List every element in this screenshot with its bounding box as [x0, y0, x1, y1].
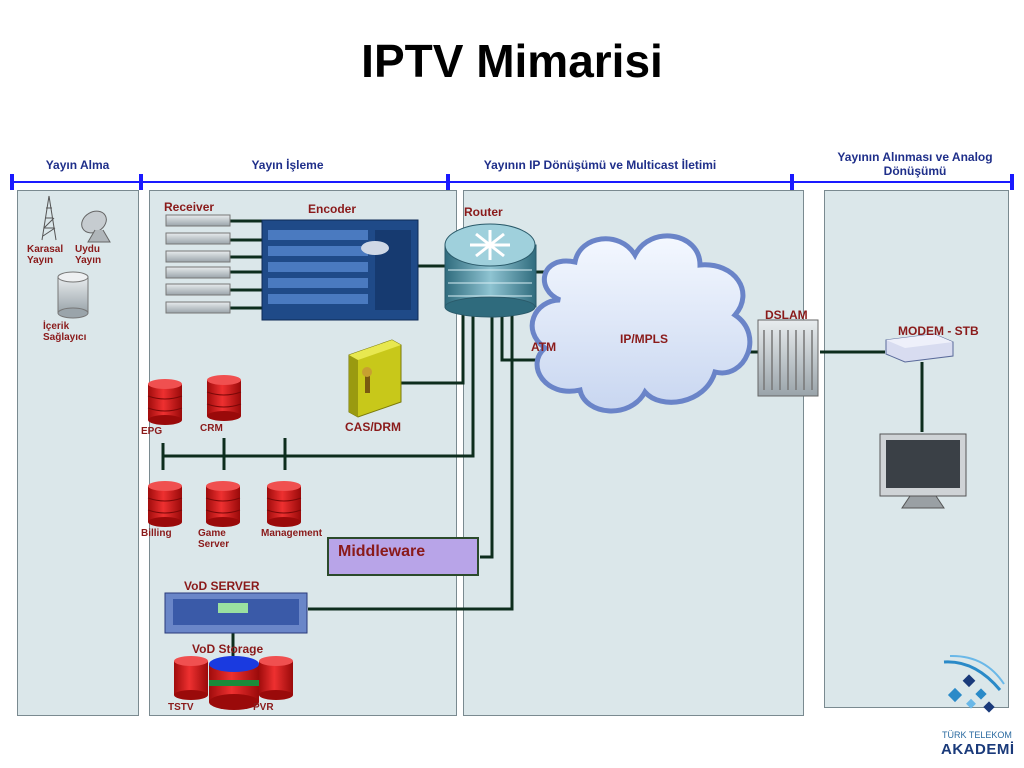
game-server-database-icon: [205, 481, 241, 527]
label-cas-drm: CAS/DRM: [345, 420, 401, 434]
billing-database-icon: [147, 481, 183, 527]
label-encoder: Encoder: [308, 202, 357, 216]
phase-label-reception-analog: Yayının Alınması ve Analog Dönüşümü: [837, 150, 993, 178]
vod-server-icon: [164, 592, 308, 634]
phase-label-broadcast-reception: Yayın Alma: [45, 158, 110, 172]
vod-storage-main-icon: [209, 656, 259, 710]
vod-storage-pvr-icon: [259, 656, 293, 700]
label-billing: Billing: [141, 528, 172, 539]
network-connectors: [161, 219, 924, 656]
label-epg: EPG: [141, 426, 163, 437]
epg-database-icon: [147, 379, 183, 425]
label-game-server: Game Server: [198, 528, 230, 550]
turk-telekom-akademi-logo-icon: [943, 654, 1005, 713]
management-database-icon: [266, 481, 302, 527]
phase-label-ip-conversion: Yayının IP Dönüşümü ve Multicast İletimi: [483, 158, 717, 172]
ip-mpls-cloud-icon: [529, 233, 753, 414]
television-icon: [879, 433, 967, 509]
label-receiver: Receiver: [164, 200, 215, 214]
label-ip-mpls: IP/MPLS: [620, 332, 669, 346]
dslam-icon: [757, 319, 819, 397]
label-vod-storage: VoD Storage: [192, 642, 264, 656]
cas-drm-security-icon: [348, 339, 402, 418]
page-title: IPTV Mimarisi: [361, 35, 663, 87]
modem-stb-icon: [885, 333, 954, 363]
label-modem-stb: MODEM - STB: [898, 324, 979, 338]
content-provider-server-icon: [57, 271, 89, 319]
label-router: Router: [464, 205, 503, 219]
phase-label-broadcast-processing: Yayın İşleme: [251, 158, 324, 172]
satellite-dish-icon: [81, 210, 111, 243]
label-dslam: DSLAM: [765, 308, 808, 322]
logo-text-akademi: AKADEMİ: [941, 741, 1015, 758]
label-atm: ATM: [531, 340, 557, 354]
crm-database-icon: [206, 375, 242, 421]
antenna-tower-icon: [41, 195, 57, 241]
middleware-box: Middleware: [327, 537, 479, 576]
label-pvr: PVR: [253, 702, 274, 713]
label-terrestrial-broadcast: Karasal Yayın: [27, 244, 64, 266]
vod-storage-tstv-icon: [174, 656, 208, 700]
label-tstv: TSTV: [168, 702, 194, 713]
logo-text-turk-telekom: TÜRK TELEKOM: [942, 730, 1012, 740]
label-content-provider: İçerik Sağlayıcı: [43, 321, 87, 343]
phase-timeline: [10, 174, 1014, 190]
label-vod-server: VoD SERVER: [184, 579, 260, 593]
router-icon: [444, 223, 537, 318]
label-management: Management: [261, 528, 323, 539]
encoder-rack-icon: [261, 219, 419, 321]
receiver-stack-icon: [165, 214, 231, 314]
label-crm: CRM: [200, 423, 223, 434]
label-satellite-broadcast: Uydu Yayın: [75, 244, 102, 266]
